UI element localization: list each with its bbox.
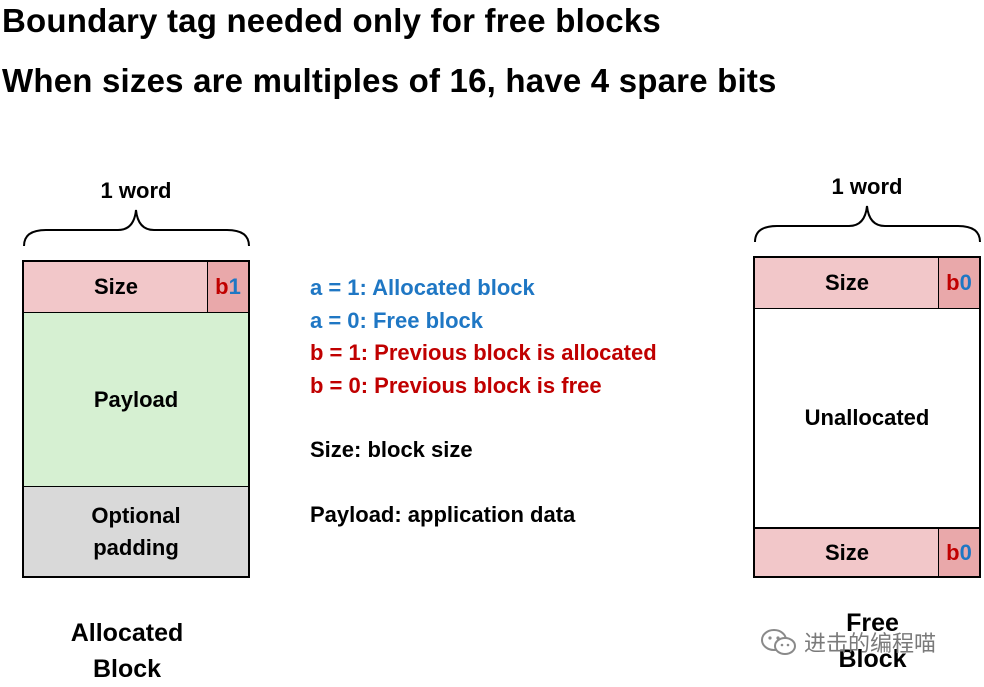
- legend-size: Size: block size: [310, 437, 473, 462]
- free-caption-line2: Block: [838, 645, 907, 673]
- allocated-padding-row: Optional padding: [24, 487, 248, 576]
- allocated-payload-row: Payload: [24, 313, 248, 487]
- free-unallocated-row: Unallocated: [755, 309, 979, 528]
- payload-label: Payload: [93, 386, 179, 412]
- wechat-icon: [761, 629, 796, 655]
- legend-payload: Payload: application data: [310, 501, 576, 527]
- unallocated-label: Unallocated: [804, 405, 930, 430]
- free-block-caption: Free Block: [810, 605, 935, 677]
- free-header-bit-a: 0: [959, 270, 972, 295]
- allocated-caption-line1: Allocated: [70, 619, 184, 647]
- allocated-word-label: 1 word: [100, 178, 172, 203]
- legend-a0: a = 0: Free block: [310, 307, 484, 333]
- legend-a1: a = 1: Allocated block: [310, 275, 535, 300]
- free-footer-bit-b: b: [946, 539, 960, 565]
- allocated-block-caption: Allocated Block: [22, 615, 232, 687]
- headline-line-2: When sizes are multiples of 16, have 4 s…: [2, 62, 777, 99]
- free-word-brace: [754, 205, 981, 243]
- free-header-size-label: Size: [824, 270, 870, 295]
- allocated-bit-a: 1: [228, 274, 241, 299]
- allocated-caption-line2: Block: [92, 655, 162, 683]
- headline-line-1: Boundary tag needed only for free blocks: [2, 2, 661, 39]
- free-header-bit-b: b: [946, 270, 960, 295]
- padding-label-line1: Optional: [91, 502, 181, 528]
- watermark: 进击的编程喵: [760, 626, 936, 658]
- free-caption-line1: Free: [846, 609, 899, 637]
- padding-label-line2: padding: [93, 534, 179, 560]
- watermark-text: 进击的编程喵: [804, 631, 937, 656]
- free-footer-size-label: Size: [824, 539, 870, 565]
- free-word-label: 1 word: [831, 174, 903, 199]
- allocated-size-label: Size: [93, 274, 139, 299]
- legend-b1: b = 1: Previous block is allocated: [310, 340, 657, 365]
- allocated-word-brace: [23, 209, 250, 247]
- legend-b0: b = 0: Previous block is free: [310, 372, 602, 398]
- allocated-bit-b: b: [215, 274, 229, 299]
- flag-legend: a = 1: Allocated block a = 0: Free block…: [310, 272, 657, 531]
- free-footer-bit-a: 0: [959, 539, 972, 565]
